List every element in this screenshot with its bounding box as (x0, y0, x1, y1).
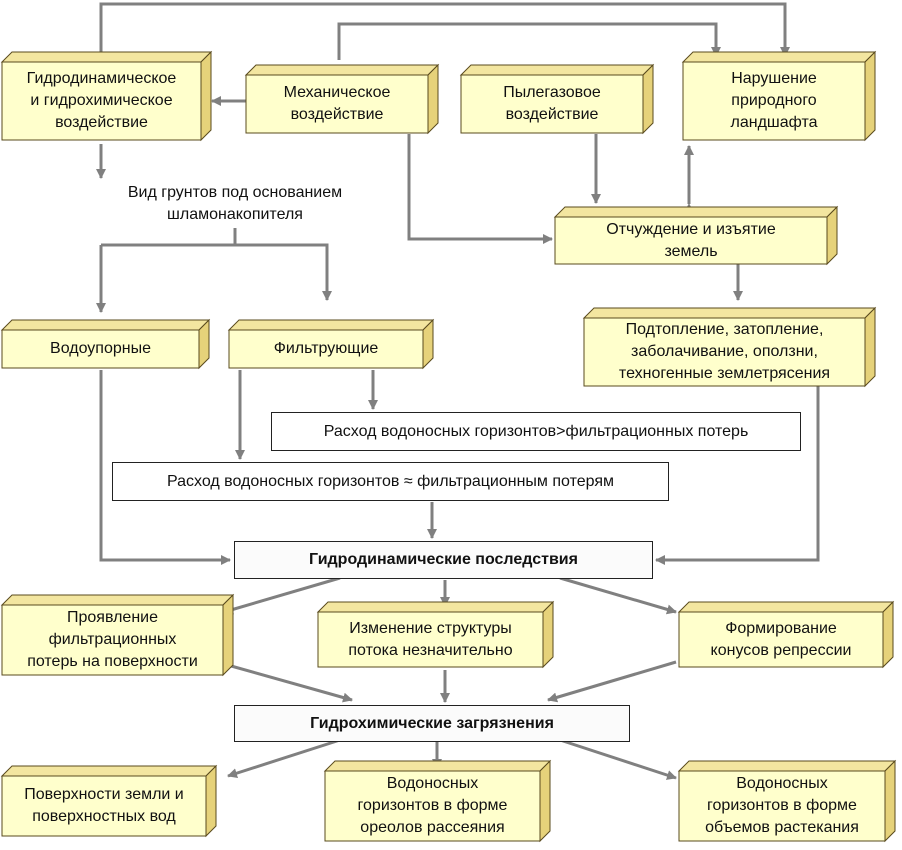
node-flow-structure: Изменение структуры потока незначительно (348, 619, 513, 659)
node-flow-equal: Расход водоносных горизонтов ≈ фильтраци… (112, 462, 669, 501)
arrow-waterproof-to-hydrodynamic (99, 370, 231, 565)
node-filtering: Фильтрующие (273, 340, 379, 357)
arrow-chemical-to-ground (227, 738, 341, 779)
arrow-surface-to-chemical (223, 662, 353, 703)
node-aquifer-halo: Водоносных горизонтов в форме ореолов ра… (357, 775, 508, 836)
node-hydrochemical: Гидрохимические загрязнения (234, 705, 630, 742)
arrow-flooding-to-hydrodynamic (655, 386, 820, 565)
node-hydrodynamic: Гидродинамические последствия (234, 541, 653, 579)
arrow-hydrodynamic-to-cones (559, 576, 677, 615)
node-land-seizure: Отчуждение и изъятие земель (606, 220, 776, 260)
arrow-cones-to-chemical (547, 660, 677, 703)
arrow-hydrodynamic-to-surface (223, 576, 341, 615)
node-flow-greater: Расход водоносных горизонтов>фильтрацион… (271, 412, 801, 451)
node-filtration-surface: Проявление фильтрационных потерь на пове… (27, 609, 198, 670)
node-repression-cones: Формирование конусов репрессии (710, 619, 852, 659)
arrow-mechanical-to-landscape (337, 22, 721, 60)
arrow-soil-to-waterproof (101, 243, 332, 301)
node-waterproof: Водоупорные (50, 340, 151, 357)
arrow-mechanical-to-seizure (407, 134, 553, 244)
arrow-hydro-to-landscape (99, 2, 790, 62)
node-dust-gas: Пылегазовое воздействие (503, 84, 601, 123)
node-surface-water: Поверхности земли и поверхностных вод (24, 786, 184, 825)
node-mechanical: Механическое воздействие (283, 84, 391, 123)
node-hydro-impact: Гидродинамическое и гидрохимическое возд… (26, 70, 177, 131)
soil-type-label: Вид грунтов под основанием шламонакопите… (127, 184, 343, 223)
node-landscape: Нарушение природного ландшафта (730, 70, 818, 131)
node-aquifer-volume: Водоносных горизонтов в форме объемов ра… (705, 775, 859, 836)
arrow-chemical-to-volume (559, 738, 677, 780)
node-flooding: Подтопление, затопление, заболачивание, … (618, 321, 831, 382)
